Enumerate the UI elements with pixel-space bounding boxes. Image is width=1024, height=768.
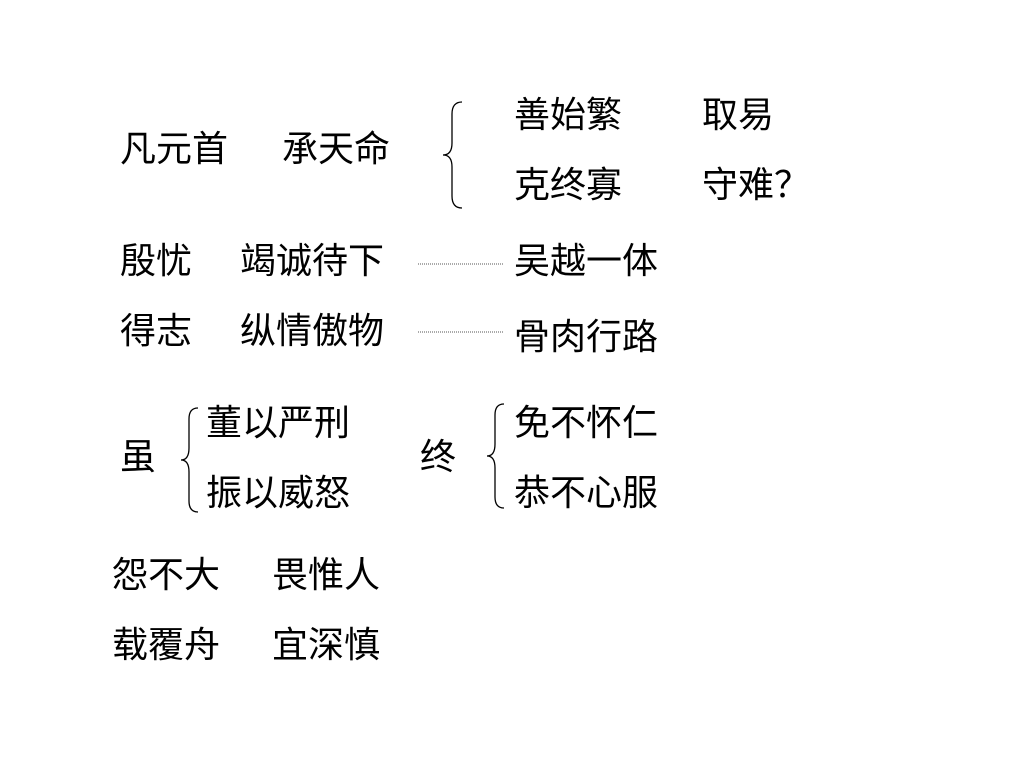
section2-row2-b: 纵情傲物 [240,311,385,352]
section4-row2-a: 载覆舟 [112,625,221,666]
section2-row2-result: 骨肉行路 [514,317,659,358]
section4-row2-b: 宜深慎 [272,625,381,666]
section1-right-bottom-b: 守难？ [702,165,811,206]
section3-left-brace [180,407,199,513]
section3-right-bottom: 恭不心服 [514,473,659,514]
section3-mid-top: 董以严刑 [206,403,351,444]
section3-mid-bottom: 振以威怒 [206,473,351,514]
section3-right-top: 免不怀仁 [514,403,659,444]
section2-row2-a: 得志 [120,311,193,352]
section4-row1-a: 怨不大 [112,555,221,596]
section1-right-top-a: 善始繁 [514,95,623,136]
section2-row1-b: 竭诚待下 [240,241,385,282]
section2-row1-connector [418,263,504,265]
section4-row1-b: 畏惟人 [272,555,381,596]
section1-right-bottom-a: 克终寡 [514,165,623,206]
section2-row1-result: 吴越一体 [514,241,659,282]
section3-right-brace [486,403,505,509]
section2-row2-connector [418,331,504,333]
section1-left-b: 承天命 [282,129,391,170]
section2-row1-a: 殷忧 [120,241,193,282]
section1-right-top-b: 取易 [702,95,775,136]
section1-brace [442,101,463,209]
section1-left-a: 凡元首 [120,129,229,170]
section3-left-word: 虽 [120,437,157,478]
section3-mid-word: 终 [420,437,457,478]
